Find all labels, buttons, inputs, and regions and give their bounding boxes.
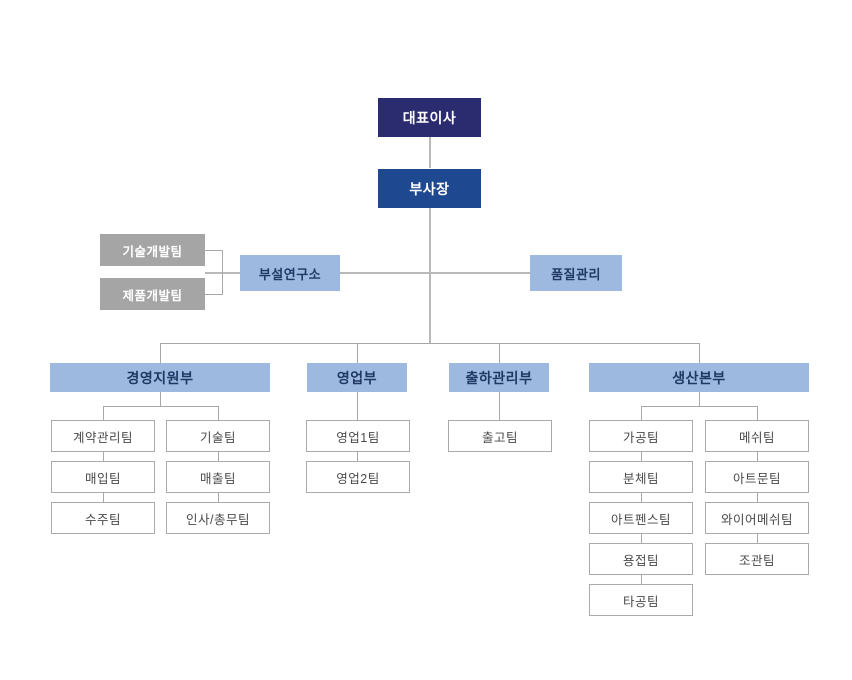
connector-mgmt-col2: [218, 406, 219, 420]
connector-prod-col2-2: [757, 493, 758, 502]
node-team-purchasing[interactable]: 매입팀: [51, 461, 155, 493]
connector-prod-col2-1: [757, 452, 758, 461]
connector-research-to-quality: [340, 272, 530, 274]
node-team-mesh[interactable]: 메쉬팀: [705, 420, 809, 452]
node-team-sales-2[interactable]: 영업2팀: [306, 461, 410, 493]
connector-drop-management-support: [160, 343, 161, 363]
connector-mgmt-col2-2: [218, 493, 219, 502]
node-team-punching[interactable]: 타공팀: [589, 584, 693, 616]
connector-mgmt-stem: [160, 392, 161, 406]
node-department-sales[interactable]: 영업부: [307, 363, 407, 392]
connector-vp-trunk: [429, 208, 431, 343]
connector-drop-production: [699, 343, 700, 363]
connector-department-bus: [160, 343, 700, 344]
connector-prod-col2-3: [757, 534, 758, 543]
connector-shipping-stem: [499, 392, 500, 420]
node-tech-dev-team[interactable]: 기술개발팀: [100, 234, 205, 266]
node-department-production-headquarters[interactable]: 생산본부: [589, 363, 809, 392]
connector-prod-col1: [641, 406, 642, 420]
node-team-order-receiving[interactable]: 수주팀: [51, 502, 155, 534]
node-research-institute[interactable]: 부설연구소: [240, 255, 340, 291]
connector-sales-1: [357, 452, 358, 461]
node-team-machining[interactable]: 가공팀: [589, 420, 693, 452]
node-team-sales-accounting[interactable]: 매출팀: [166, 461, 270, 493]
connector-mgmt-col1-1: [103, 452, 104, 461]
connector-drop-shipping: [499, 343, 500, 363]
node-product-dev-team[interactable]: 제품개발팀: [100, 278, 205, 310]
connector-ceo-to-vp: [429, 137, 431, 168]
connector-prod-col1-2: [641, 493, 642, 502]
node-vice-president[interactable]: 부사장: [378, 169, 481, 208]
node-team-powder-coating[interactable]: 분체팀: [589, 461, 693, 493]
node-team-art-fence[interactable]: 아트펜스팀: [589, 502, 693, 534]
connector-prod-col1-3: [641, 534, 642, 543]
connector-mgmt-split: [103, 406, 218, 407]
node-team-pipe-making[interactable]: 조관팀: [705, 543, 809, 575]
node-ceo[interactable]: 대표이사: [378, 98, 481, 137]
connector-tech-dev-stub: [205, 250, 223, 251]
connector-sales-stem: [357, 392, 358, 420]
connector-prod-col1-4: [641, 575, 642, 584]
connector-prod-stem: [699, 392, 700, 406]
connector-mgmt-col1: [103, 406, 104, 420]
connector-prod-split: [641, 406, 757, 407]
connector-prod-col1-1: [641, 452, 642, 461]
node-department-management-support[interactable]: 경영지원부: [50, 363, 270, 392]
connector-prod-col2: [757, 406, 758, 420]
node-team-shipping[interactable]: 출고팀: [448, 420, 552, 452]
node-team-sales-1[interactable]: 영업1팀: [306, 420, 410, 452]
node-team-hr-general-affairs[interactable]: 인사/총무팀: [166, 502, 270, 534]
node-team-art-door[interactable]: 아트문팀: [705, 461, 809, 493]
connector-drop-sales: [357, 343, 358, 363]
connector-subteam-bracket: [222, 250, 223, 294]
connector-product-dev-stub: [205, 294, 223, 295]
node-quality-control[interactable]: 품질관리: [530, 255, 622, 291]
node-team-technology[interactable]: 기술팀: [166, 420, 270, 452]
connector-mgmt-col2-1: [218, 452, 219, 461]
node-team-contract-management[interactable]: 계약관리팀: [51, 420, 155, 452]
node-team-wire-mesh[interactable]: 와이어메쉬팀: [705, 502, 809, 534]
connector-mgmt-col1-2: [103, 493, 104, 502]
node-department-shipping-management[interactable]: 출하관리부: [449, 363, 549, 392]
node-team-welding[interactable]: 용접팀: [589, 543, 693, 575]
